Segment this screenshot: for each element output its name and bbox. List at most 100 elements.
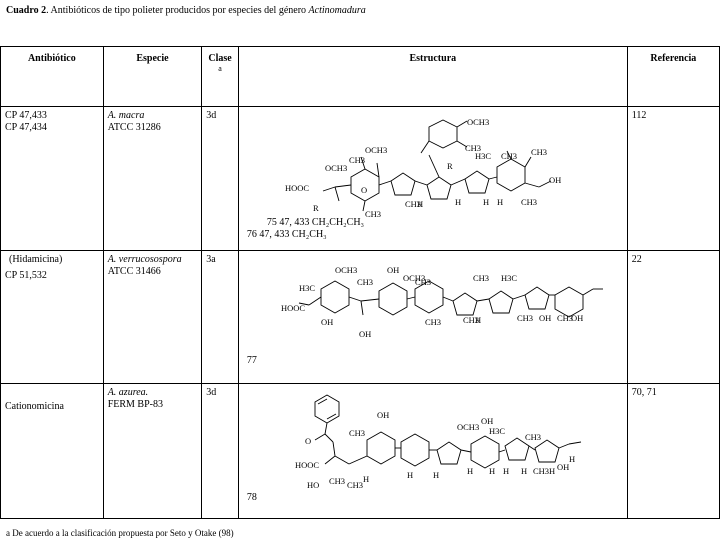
- struct-label: OCH3: [335, 265, 357, 275]
- struct-label: CH3: [349, 155, 365, 165]
- table-caption: Cuadro 2. Antibióticos de tipo polieter …: [6, 5, 366, 16]
- compound-labels: 75 47, 433 CH₂CH₂CH₃ 76 47, 433 CH₂CH₃: [247, 217, 365, 241]
- species-name: A. macra: [107, 110, 145, 121]
- struct-label: H: [569, 454, 575, 464]
- struct-label: OH: [321, 317, 333, 327]
- struct-label: CH3: [405, 199, 421, 209]
- header-species: Especie: [102, 46, 203, 107]
- struct-label: OH: [571, 313, 583, 323]
- struct-label: H: [483, 197, 489, 207]
- antibiotic-line: (Hidamicina): [9, 254, 63, 265]
- antibiotic-line: CP 51,532: [5, 270, 47, 281]
- compound-line: 78: [246, 492, 257, 503]
- struct-label: H: [407, 470, 413, 480]
- species-strain: ATCC 31466: [107, 266, 161, 277]
- struct-label: OCH3: [325, 163, 347, 173]
- struct-label: O: [305, 436, 311, 446]
- struct-label: OH: [557, 462, 569, 472]
- cell-antibiotic: CP 47,433 CP 47,434: [0, 106, 104, 251]
- footnote: a De acuerdo a la clasificación propuest…: [6, 528, 234, 538]
- struct-label: CH3: [533, 466, 549, 476]
- cell-structure: OCH3 OH H3C CH3 OCH3 CH3 CH3 H3C HOOC OH…: [237, 250, 628, 384]
- struct-label: CH3: [531, 147, 547, 157]
- struct-label: H: [549, 466, 555, 476]
- compound-labels: 78: [247, 492, 257, 503]
- struct-label: HO: [307, 480, 319, 490]
- struct-label: OCH3: [365, 145, 387, 155]
- table-row: (Hidamicina) CP 51,532 A. verrucosospora…: [0, 250, 720, 384]
- struct-label: H3C: [489, 426, 505, 436]
- struct-label: H: [503, 466, 509, 476]
- cell-antibiotic: Cationomicina: [0, 383, 104, 519]
- struct-label: H3C: [475, 151, 491, 161]
- struct-label: CH3: [463, 315, 479, 325]
- struct-label: CH3: [425, 317, 441, 327]
- compound-line: 75 47, 433 CH₂CH₂CH₃: [266, 217, 365, 228]
- struct-label: HOOC: [295, 460, 319, 470]
- struct-label: R: [313, 203, 319, 213]
- caption-text: . Antibióticos de tipo polieter producid…: [46, 5, 309, 16]
- struct-label: CH3: [521, 197, 537, 207]
- struct-label: CH3: [557, 313, 573, 323]
- struct-label: OCH3: [467, 117, 489, 127]
- header-class-note: a: [218, 64, 222, 73]
- compound-labels: 77: [247, 355, 257, 366]
- caption-genus: Actinomadura: [308, 5, 366, 16]
- cell-species: A. azurea. FERM BP-83: [102, 383, 203, 519]
- antibiotic-line: CP 47,433: [5, 110, 47, 121]
- cell-class: 3d: [201, 106, 239, 251]
- struct-label: CH3: [473, 273, 489, 283]
- compound-line: 77: [246, 355, 257, 366]
- cell-antibiotic: (Hidamicina) CP 51,532: [0, 250, 104, 384]
- cell-species: A. verrucosospora ATCC 31466: [102, 250, 203, 384]
- species-name: A. verrucosospora: [107, 254, 182, 265]
- struct-label: H: [417, 199, 423, 209]
- struct-label: H: [363, 474, 369, 484]
- cell-structure: OH CH3 OCH3 OH H3C CH3 O HOOC HO CH3 CH3…: [237, 383, 628, 519]
- cell-reference: 22: [626, 250, 720, 384]
- cell-species: A. macra ATCC 31286: [102, 106, 203, 251]
- struct-label: CH3: [329, 476, 345, 486]
- struct-label: H: [521, 466, 527, 476]
- compound-line: 76 47, 433 CH₂CH₃: [246, 229, 327, 240]
- cell-class: 3a: [201, 250, 239, 384]
- header-structure: Estructura: [237, 46, 628, 107]
- struct-label: OH: [377, 410, 389, 420]
- struct-label: HOOC: [285, 183, 309, 193]
- struct-label: OH: [359, 329, 371, 339]
- struct-label: OH: [549, 175, 561, 185]
- species-strain: FERM BP-83: [107, 399, 163, 410]
- struct-label: CH3: [525, 432, 541, 442]
- struct-label: OCH3: [457, 422, 479, 432]
- structure-diagram-3: OH CH3 OCH3 OH H3C CH3 O HOOC HO CH3 CH3…: [295, 394, 581, 490]
- struct-label: OCH3: [403, 273, 425, 283]
- species-name: A. azurea.: [107, 387, 149, 398]
- struct-label: OH: [539, 313, 551, 323]
- cell-reference: 70, 71: [626, 383, 720, 519]
- antibiotic-line: Cationomicina: [5, 401, 64, 412]
- table-row: Cationomicina A. azurea. FERM BP-83 3d: [0, 383, 720, 519]
- struct-label: H: [455, 197, 461, 207]
- header-class-label: Clase: [208, 53, 232, 64]
- struct-label: O: [361, 185, 367, 195]
- header-antibiotic: Antibiótico: [0, 46, 104, 107]
- struct-label: H: [433, 470, 439, 480]
- struct-label: OH: [387, 265, 399, 275]
- struct-label: H: [489, 466, 495, 476]
- struct-label: OH: [481, 416, 493, 426]
- struct-label: H3C: [501, 273, 517, 283]
- struct-label: H: [467, 466, 473, 476]
- struct-label: CH3: [365, 209, 381, 219]
- table-row: CP 47,433 CP 47,434 A. macra ATCC 31286 …: [0, 106, 720, 251]
- struct-label: HOOC: [281, 303, 305, 313]
- struct-label: CH3: [517, 313, 533, 323]
- struct-label: R: [447, 161, 453, 171]
- struct-label: CH3: [465, 143, 481, 153]
- struct-label: CH3: [501, 151, 517, 161]
- cell-class: 3d: [201, 383, 239, 519]
- struct-label: CH3: [347, 480, 363, 490]
- struct-label: CH3: [349, 428, 365, 438]
